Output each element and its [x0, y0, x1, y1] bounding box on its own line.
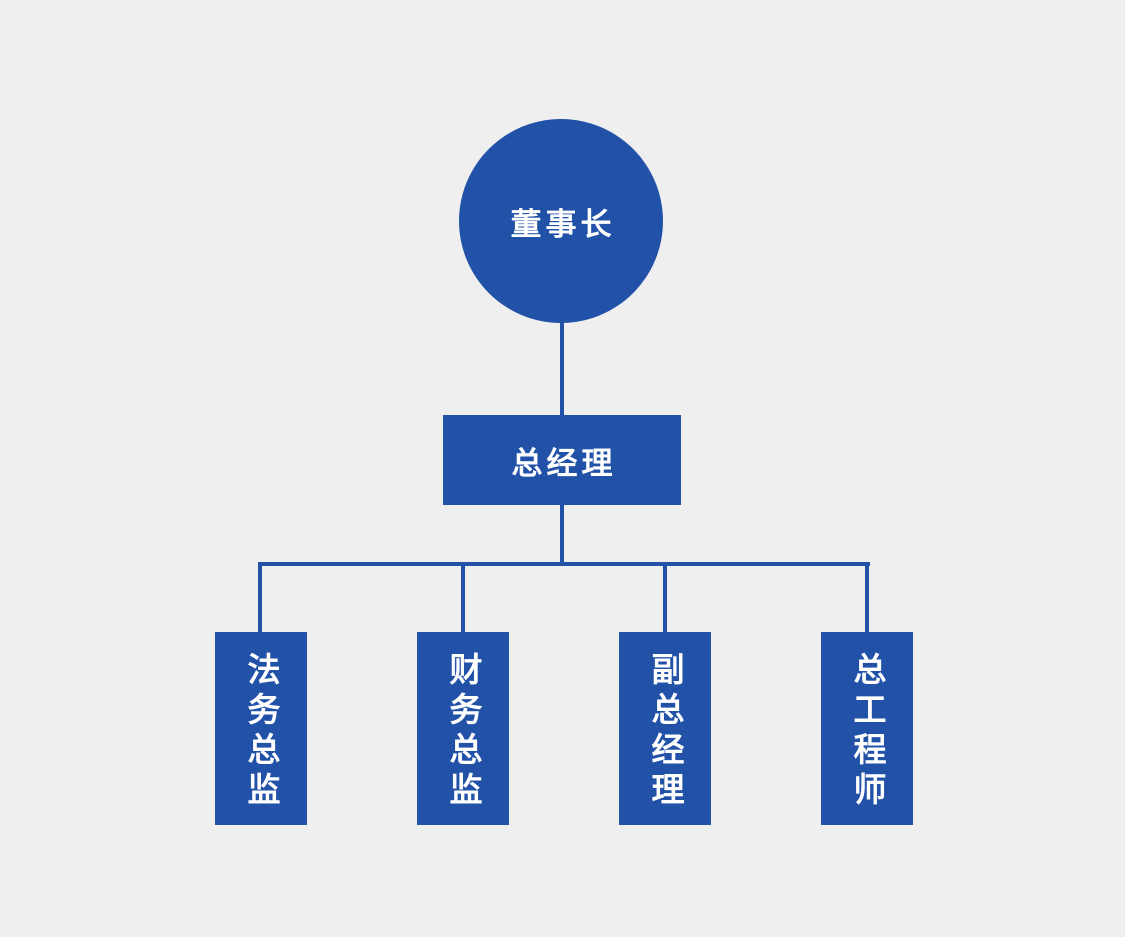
org-node-deputy-general-manager: 副总经理	[619, 632, 711, 825]
org-node-chairman: 董事长	[459, 119, 663, 323]
org-node-legal-director-label: 法务总监	[243, 652, 280, 812]
org-node-general-manager: 总经理	[443, 415, 681, 505]
connector-drop-legal	[258, 564, 262, 634]
connector-bus	[258, 562, 870, 566]
org-node-deputy-general-manager-label: 副总经理	[647, 652, 684, 812]
org-node-general-manager-label: 总经理	[511, 445, 617, 481]
connector-drop-engineer	[865, 564, 869, 634]
org-node-legal-director: 法务总监	[215, 632, 307, 825]
connector-drop-finance	[461, 564, 465, 634]
connector-manager-to-bus	[560, 504, 564, 564]
org-node-chairman-label: 董事长	[510, 206, 616, 242]
org-node-finance-director-label: 财务总监	[445, 652, 482, 812]
org-node-chief-engineer-label: 总工程师	[849, 652, 886, 812]
connector-root-to-manager	[560, 320, 564, 417]
connector-drop-deputy	[663, 564, 667, 634]
org-node-chief-engineer: 总工程师	[821, 632, 913, 825]
org-node-finance-director: 财务总监	[417, 632, 509, 825]
